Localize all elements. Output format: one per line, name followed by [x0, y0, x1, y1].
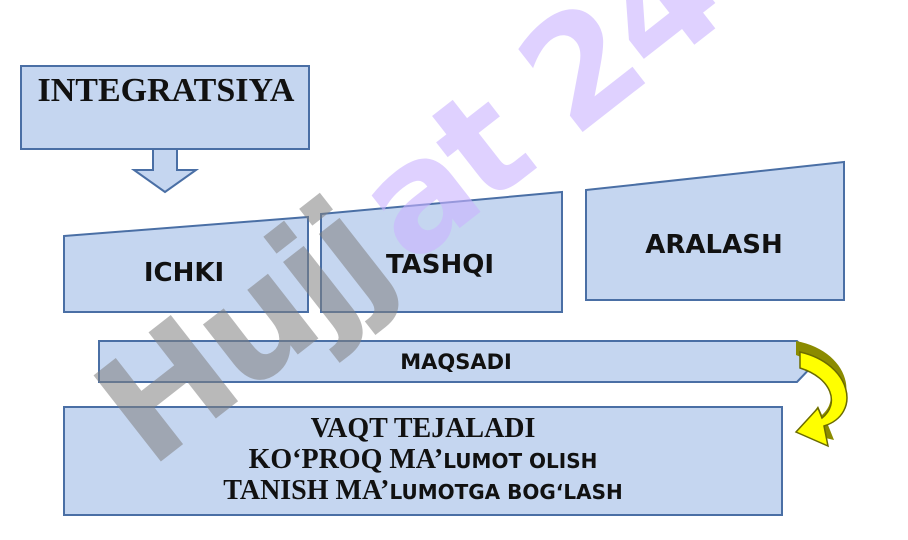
tashqi-label: TASHQI [385, 250, 495, 280]
maqsadi-label: MAQSADI [400, 350, 512, 374]
result-line-1: VAQT TEJALADI [310, 413, 536, 444]
ichki-label: ICHKI [143, 258, 225, 288]
aralash-label: ARALASH [645, 230, 783, 260]
down-arrow-icon [130, 148, 200, 194]
maqsadi-bar [98, 340, 819, 383]
integratsiya-box [20, 65, 310, 150]
tashqi-box [320, 190, 563, 313]
integratsiya-title: INTEGRATSIYA [37, 72, 295, 109]
curved-arrow-icon [794, 351, 848, 448]
result-text: VAQT TEJALADI KO‘PROQ MA’LUMOT OLISH TAN… [64, 414, 782, 507]
curved-arrow-shadow-icon [796, 341, 847, 440]
result-line-3: TANISH MA’LUMOTGA BOG‘LASH [223, 475, 623, 506]
result-box [63, 406, 783, 516]
result-line-2: KO‘PROQ MA’LUMOT OLISH [248, 444, 598, 475]
aralash-box [585, 160, 845, 301]
ichki-box [63, 215, 309, 313]
